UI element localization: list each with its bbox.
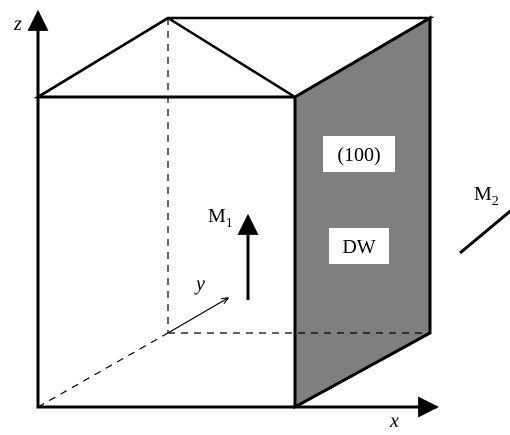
z-axis-label: z <box>13 13 22 35</box>
m2-label: M2 <box>474 183 499 209</box>
domain-wall-face <box>293 15 432 410</box>
dw-label-box <box>329 228 389 264</box>
x-axis-label: x <box>389 410 399 430</box>
dw-label: DW <box>342 236 375 258</box>
plane-label-box <box>323 136 395 172</box>
top-diagonal-right <box>167 16 296 99</box>
plane-label: (100) <box>337 144 380 166</box>
y-axis-label: y <box>194 273 205 295</box>
hidden-diagonal-edge <box>37 332 169 408</box>
m1-label: M1 <box>208 205 233 231</box>
top-diagonal-left <box>37 16 169 99</box>
box-front-face <box>36 95 297 409</box>
y-axis <box>167 298 228 334</box>
m2-arrow <box>459 209 510 255</box>
